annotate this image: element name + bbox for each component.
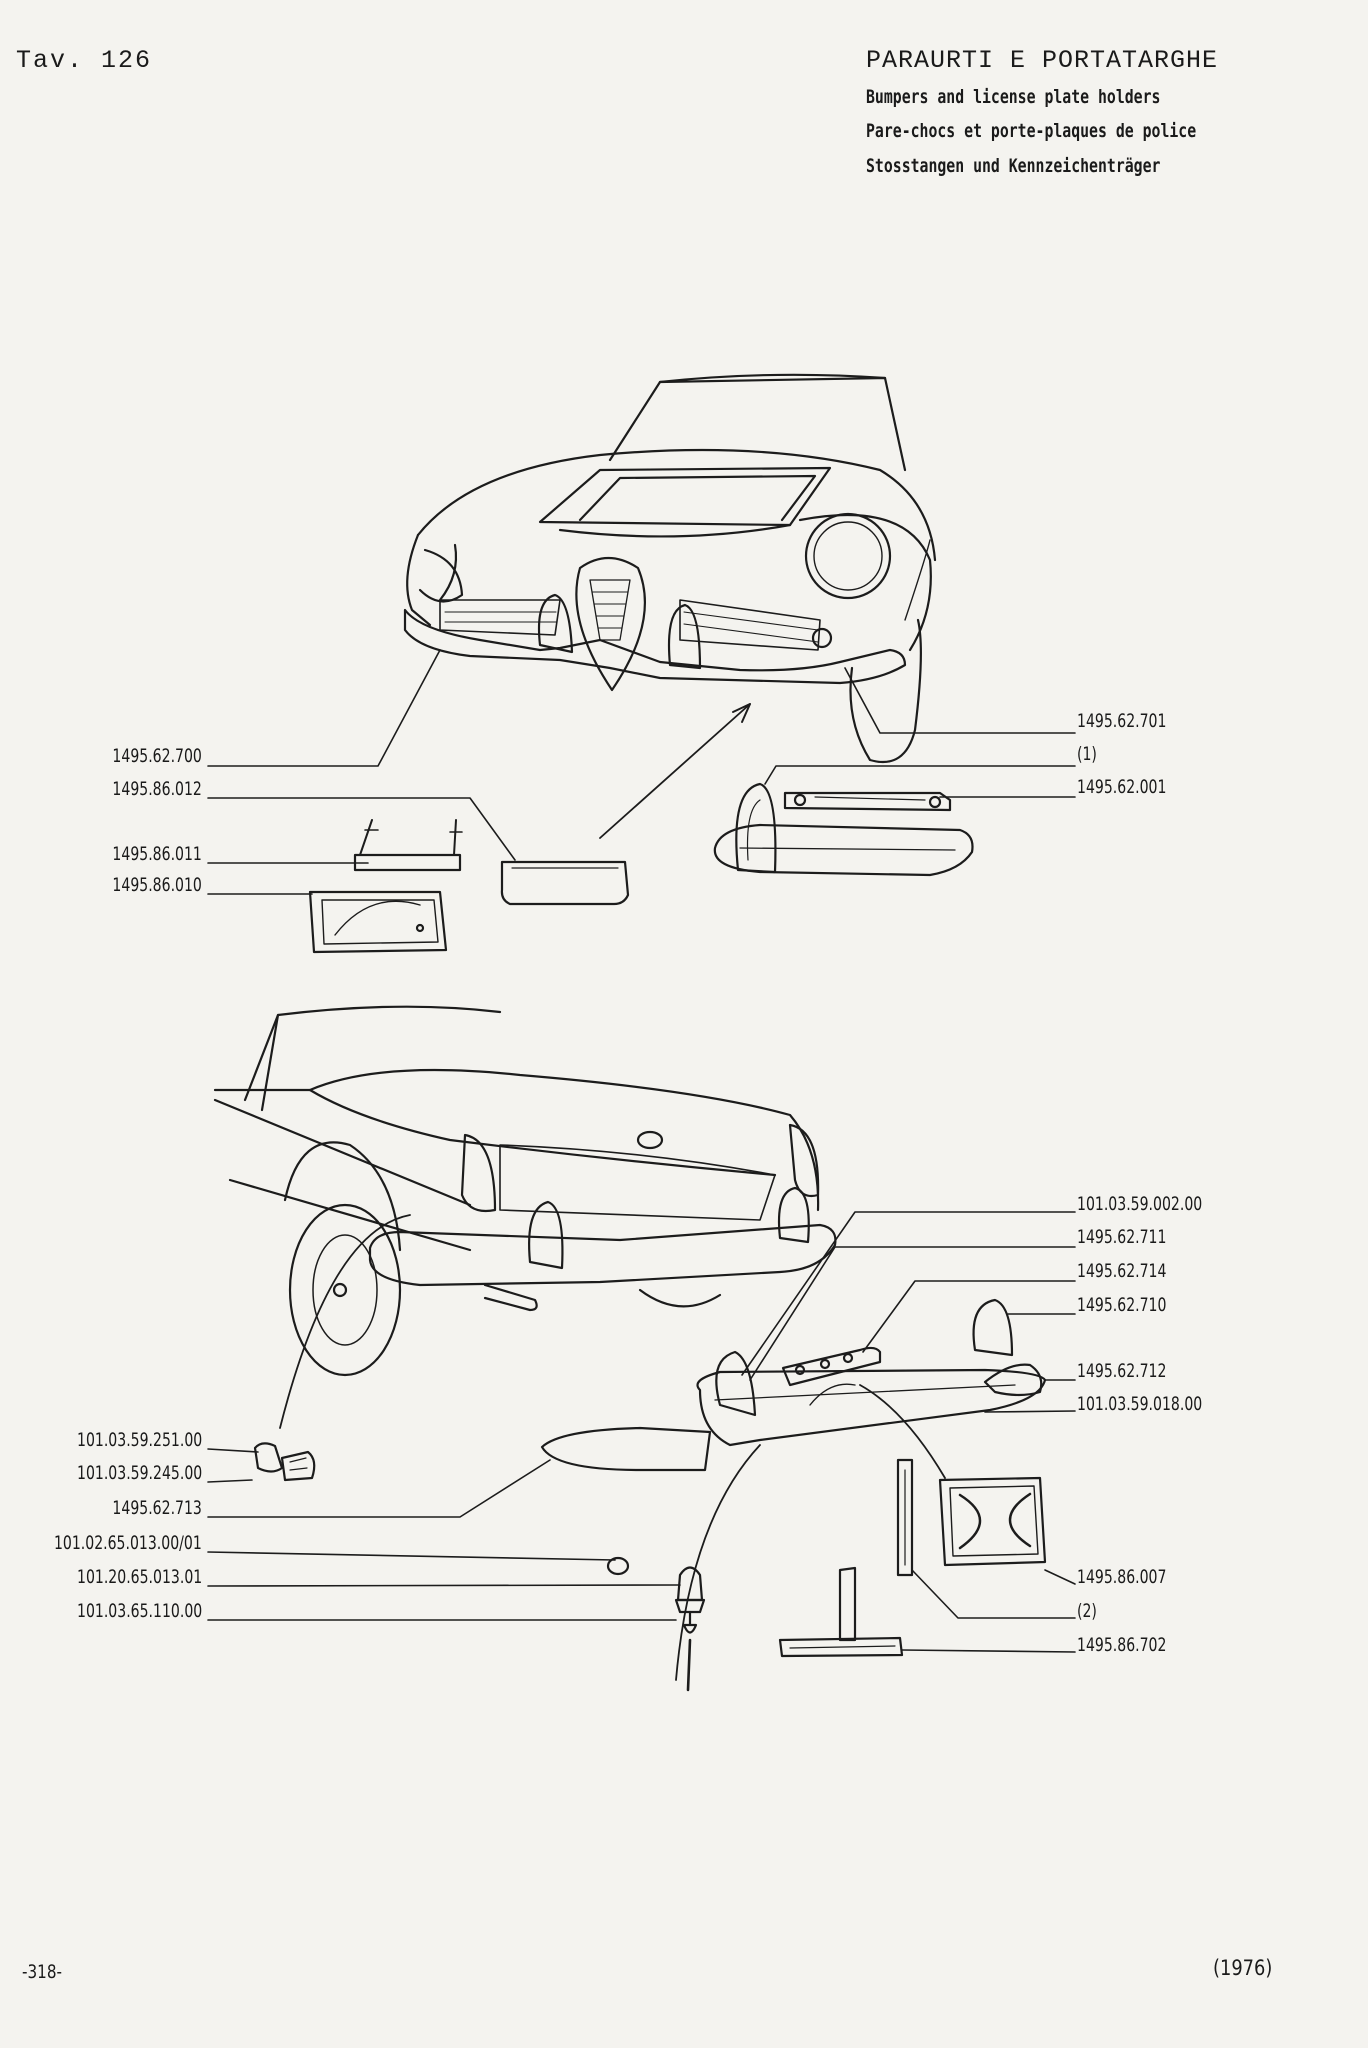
title-english: Bumpers and license plate holders: [866, 86, 1161, 108]
part-number-rear-plate-bracket: 1495.86.702: [1077, 1634, 1167, 1656]
front-car-illustration: [403, 373, 937, 764]
part-number-front-plate-bracket: 1495.86.011: [112, 843, 202, 865]
title-french: Pare-chocs et porte-plaques de police: [866, 120, 1197, 142]
front-bumper-parts: [308, 782, 974, 954]
part-number-rear-plate-holder: 1495.86.007: [1077, 1566, 1167, 1588]
part-number-front-bumper: 1495.62.700: [112, 745, 202, 767]
part-number-front-bracket: 1495.62.001: [1077, 776, 1167, 798]
part-number-rear-overrider: 1495.62.710: [1077, 1294, 1167, 1316]
part-number-rear-screw: 101.03.59.002.00: [1077, 1193, 1203, 1215]
title-german: Stosstangen und Kennzeichenträger: [866, 155, 1161, 177]
part-number-rear-bracket: 1495.62.714: [1077, 1260, 1167, 1282]
plate-number: Tav. 126: [16, 46, 153, 75]
rear-car-illustration: [213, 1005, 837, 1377]
part-number-front-plate-holder: 1495.86.012: [112, 778, 202, 800]
part-number-front-overrider: 1495.62.701: [1077, 710, 1167, 732]
part-note-1: (1): [1077, 743, 1097, 765]
part-number-front-plate: 1495.86.010: [112, 874, 202, 896]
title-italian: PARAURTI E PORTATARGHE: [866, 46, 1219, 75]
part-number-rear-center-bumper: 1495.62.711: [1077, 1226, 1167, 1248]
part-number-rear-end-piece-left: 1495.62.713: [112, 1497, 202, 1519]
part-number-rear-end-piece-right: 1495.62.712: [1077, 1360, 1167, 1382]
part-number-lock-key: 101.03.65.110.00: [76, 1600, 202, 1622]
rear-bumper-parts: [253, 1298, 1047, 1692]
page-number: -318-: [22, 1961, 62, 1983]
part-number-rear-fastener: 101.03.59.018.00: [1077, 1393, 1203, 1415]
part-number-lamp-housing: 101.03.59.251.00: [76, 1429, 202, 1451]
part-number-lock-cap: 101.02.65.013.00/01: [54, 1532, 202, 1554]
part-note-2: (2): [1077, 1600, 1097, 1622]
edition-year: (1976): [1213, 1956, 1273, 1980]
leader-lines: [207, 649, 1076, 1681]
part-number-lamp-lens: 101.03.59.245.00: [76, 1462, 202, 1484]
part-number-lock-cylinder: 101.20.65.013.01: [76, 1566, 202, 1588]
